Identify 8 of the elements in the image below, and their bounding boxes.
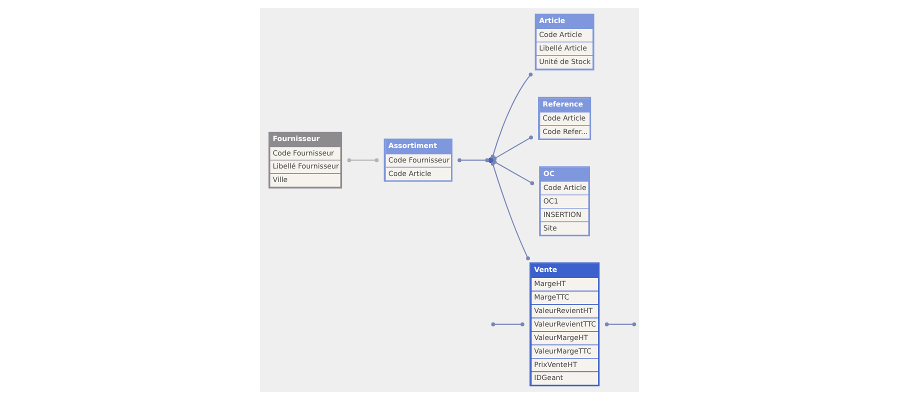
- connector: [458, 158, 489, 162]
- connector: [347, 158, 379, 162]
- connector: [490, 162, 530, 260]
- connector: [608, 324, 633, 325]
- connector: [492, 160, 534, 186]
- connector: [494, 324, 521, 325]
- connector: [492, 136, 533, 160]
- node-circle: [488, 157, 494, 164]
